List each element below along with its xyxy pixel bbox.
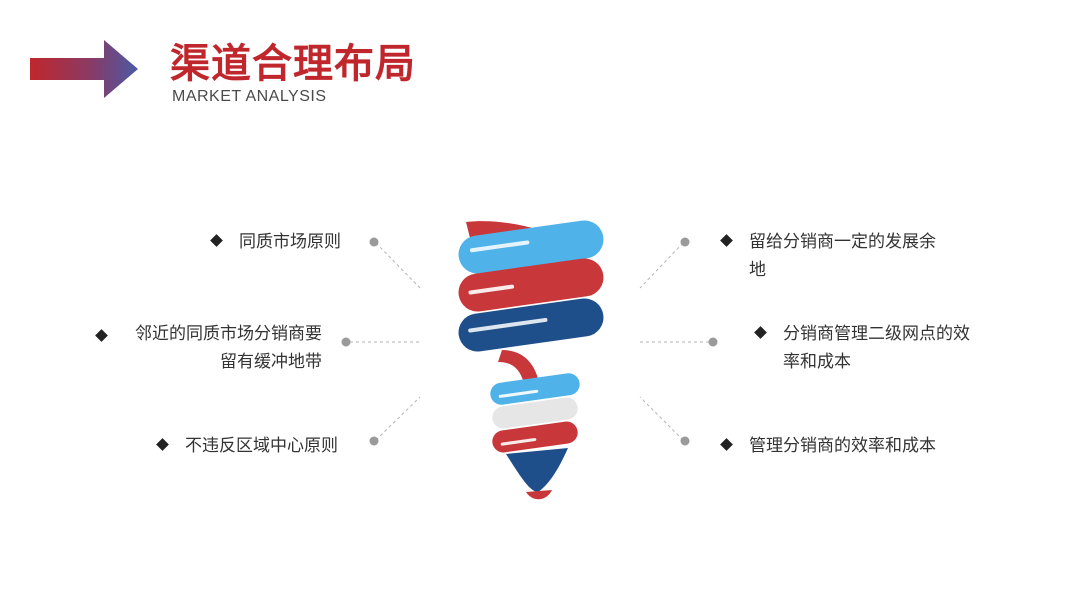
dot-left-2 — [341, 337, 351, 347]
diamond-bullet-icon — [720, 233, 733, 247]
right-item-3-text: 管理分销商的效率和成本 — [749, 436, 936, 456]
left-item-2-line1: 邻近的同质市场分销商要 — [135, 324, 322, 344]
diamond-bullet-icon — [720, 437, 733, 451]
arrow-right-icon — [30, 40, 138, 98]
left-item-3-text: 不违反区域中心原则 — [185, 436, 338, 456]
right-item-2: 分销商管理二级网点的效 率和成本 — [754, 320, 970, 376]
left-item-1-text: 同质市场原则 — [239, 232, 341, 252]
right-item-1-line2: 地 — [749, 260, 766, 280]
right-item-1: 留给分销商一定的发展余 地 — [720, 228, 936, 284]
dot-right-1 — [680, 237, 690, 247]
dot-left-3 — [369, 436, 379, 446]
connector-right-3 — [639, 396, 684, 441]
right-item-3: 管理分销商的效率和成本 — [720, 432, 936, 460]
diamond-bullet-icon — [754, 325, 767, 339]
page-title: 渠道合理布局 — [170, 41, 416, 87]
left-item-2: 邻近的同质市场分销商要 留有缓冲地带 — [94, 320, 322, 376]
page-subtitle: MARKET ANALYSIS — [172, 88, 327, 105]
dot-right-3 — [680, 436, 690, 446]
left-item-2-line2: 留有缓冲地带 — [220, 352, 322, 372]
connector-right-1 — [639, 242, 684, 289]
diamond-bullet-icon — [210, 233, 223, 247]
dot-left-1 — [369, 237, 379, 247]
dot-right-2 — [708, 337, 718, 347]
spiral-lightbulb-icon — [458, 220, 604, 500]
diamond-bullet-icon — [156, 437, 169, 451]
connector-left-1 — [375, 242, 421, 289]
right-item-2-line2: 率和成本 — [783, 352, 851, 372]
left-item-3: 不违反区域中心原则 — [156, 432, 338, 460]
connector-left-3 — [375, 396, 421, 441]
right-item-2-line1: 分销商管理二级网点的效 — [783, 324, 970, 344]
right-item-1-line1: 留给分销商一定的发展余 — [749, 232, 936, 252]
left-item-1: 同质市场原则 — [210, 228, 341, 256]
